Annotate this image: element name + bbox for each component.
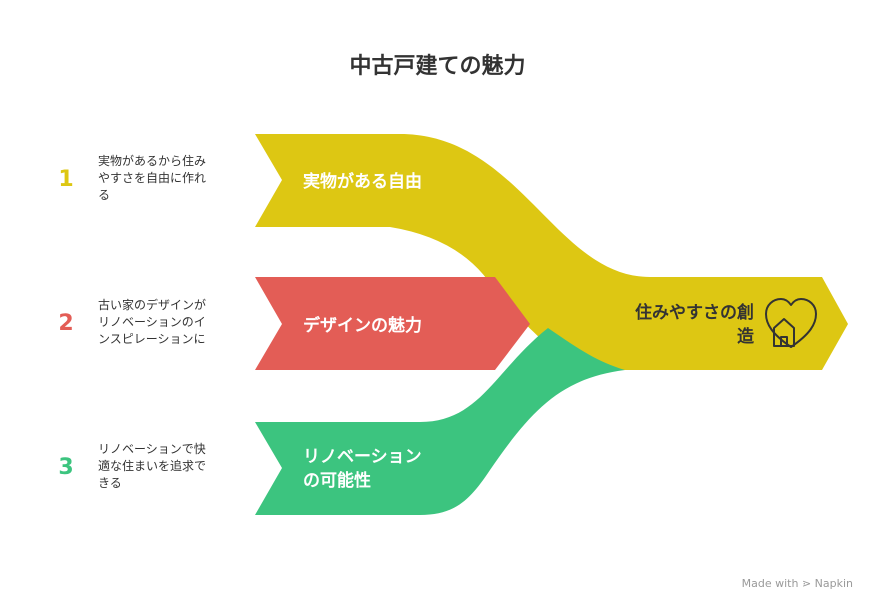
- step-1-desc-line: やすさを自由に作れ: [98, 171, 207, 185]
- step-number-3: 3: [58, 455, 74, 480]
- flow-arrow-3: [255, 328, 625, 515]
- step-number-1: 1: [58, 167, 74, 192]
- flow-label-1: 実物がある自由: [303, 171, 422, 192]
- step-3-desc-line: リノベーションで快: [98, 442, 206, 456]
- step-description-3: リノベーションで快 適な住まいを追求で きる: [98, 441, 248, 492]
- flow-label-3-line2: の可能性: [303, 470, 371, 491]
- step-description-1: 実物があるから住み やすさを自由に作れ る: [98, 153, 248, 204]
- heart-house-icon: [765, 298, 817, 348]
- step-description-2: 古い家のデザインが リノベーションのイ ンスピレーションに: [98, 297, 248, 348]
- made-with-napkin-footer: Made with ⋗ Napkin: [741, 577, 853, 590]
- diagram-title: 中古戸建ての魅力: [349, 54, 526, 79]
- step-2-desc-line: リノベーションのイ: [98, 315, 206, 329]
- flow-arrow-1: [255, 134, 848, 370]
- step-2-desc-line: ンスピレーションに: [98, 332, 206, 346]
- flow-label-2: デザインの魅力: [303, 315, 422, 336]
- step-1-desc-line: る: [98, 188, 111, 202]
- step-2-desc-line: 古い家のデザインが: [98, 298, 207, 312]
- result-label-line2: 造: [737, 327, 755, 347]
- step-3-desc-line: きる: [98, 476, 122, 490]
- flow-label-3-line1: リノベーション: [303, 447, 422, 467]
- step-3-desc-line: 適な住まいを追求で: [98, 459, 207, 473]
- result-label-line1: 住みやすさの創: [635, 302, 754, 323]
- flow-arrow-2: [255, 277, 530, 370]
- step-number-2: 2: [58, 311, 74, 336]
- step-1-desc-line: 実物があるから住み: [98, 154, 207, 168]
